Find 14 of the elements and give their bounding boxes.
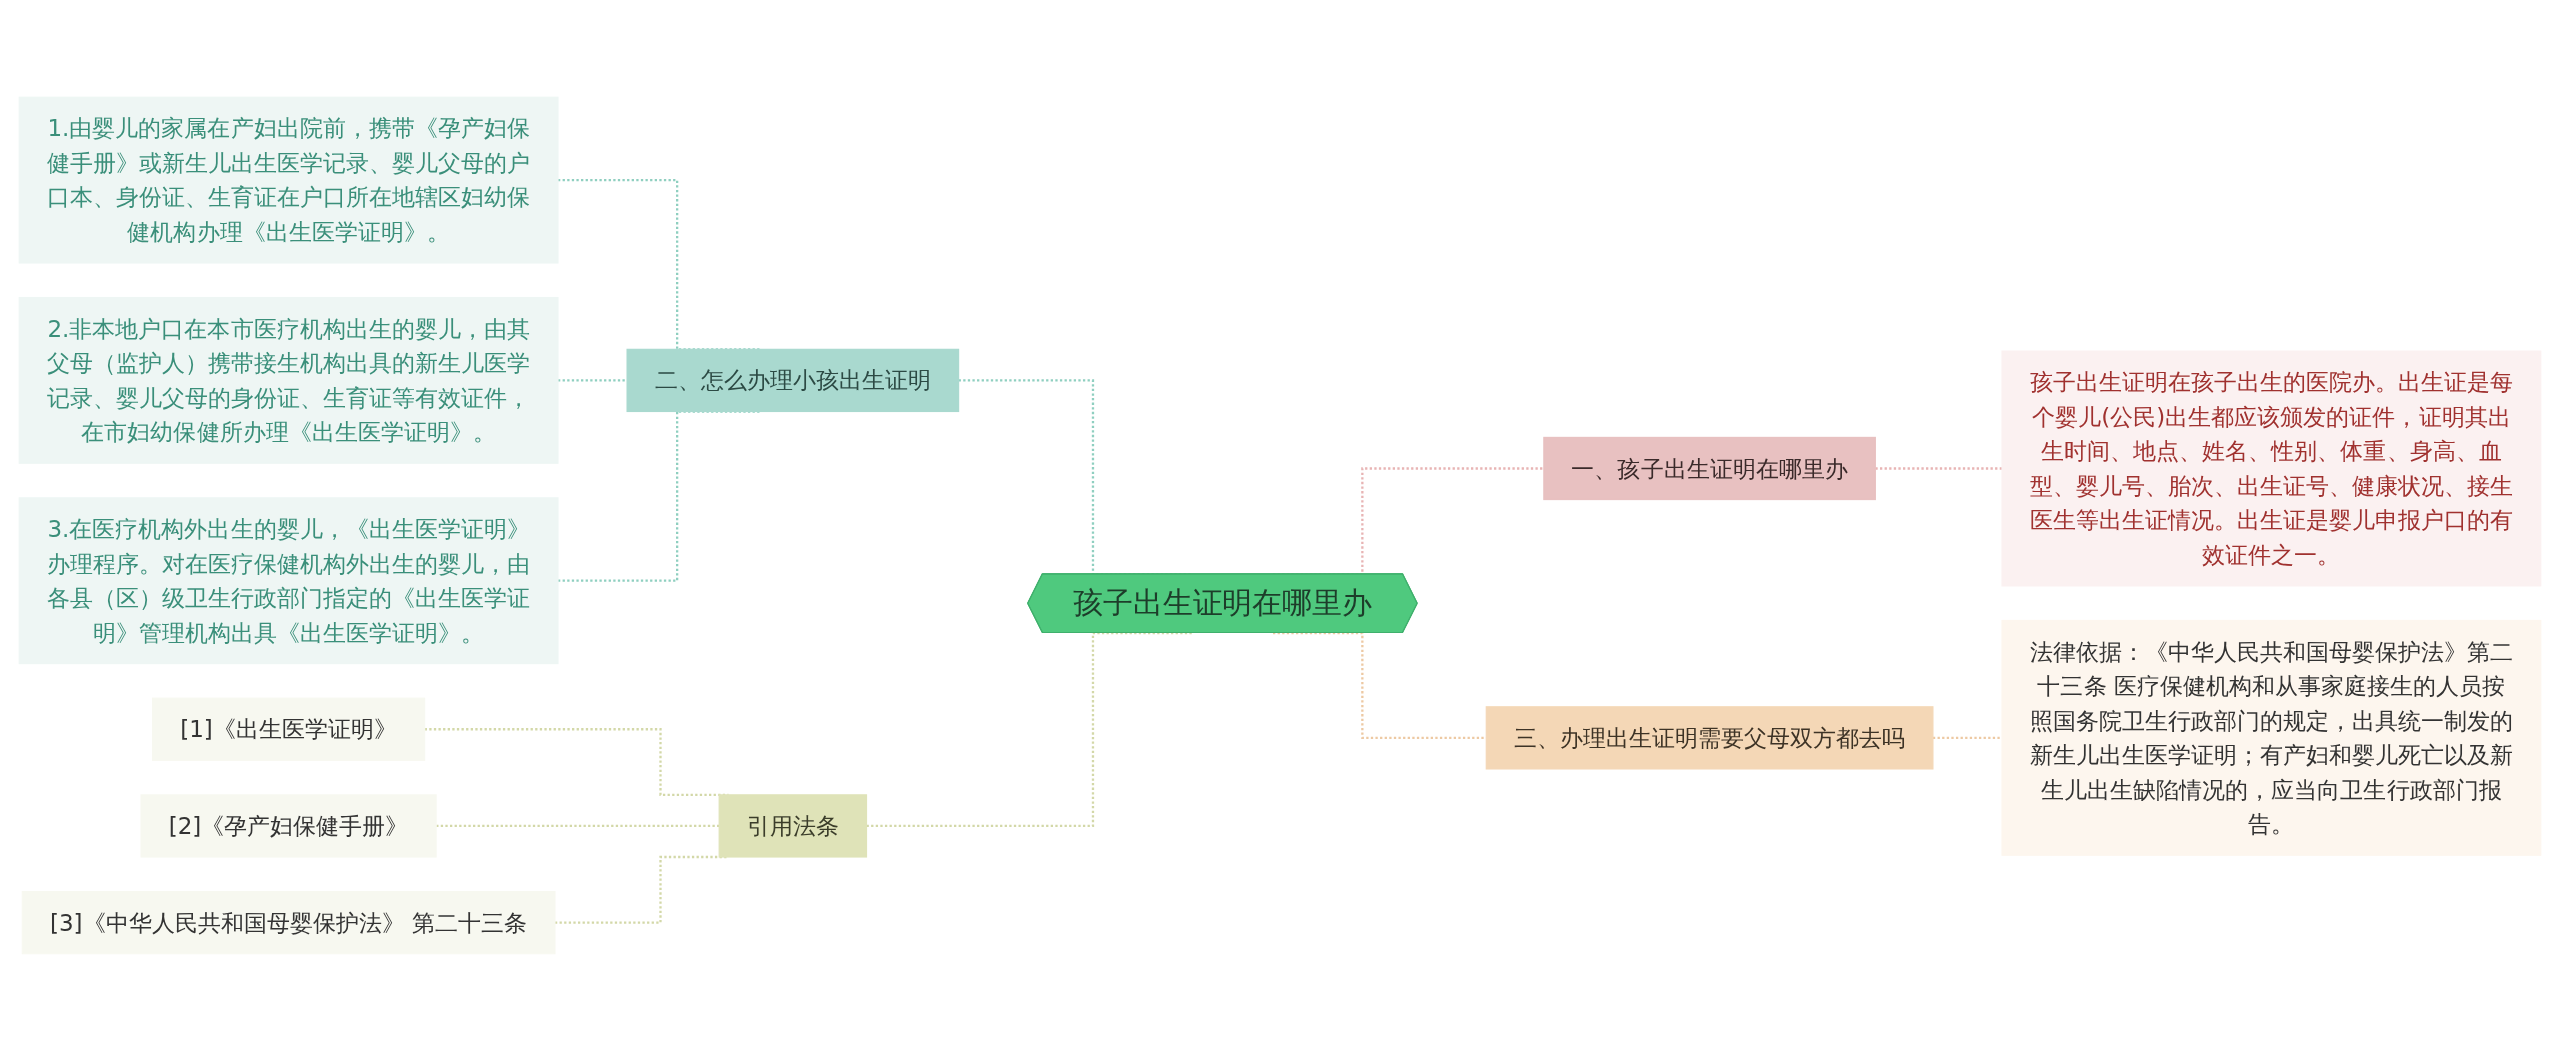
connector <box>1932 736 2002 740</box>
node-box: 2.非本地户口在本市医疗机构出生的婴儿，由其父母（监护人）携带接生机构出具的新生儿医学记录、婴儿父母的身份证、生育证等有效证件，在市妇幼保健所办理《出生医学证明》。 <box>18 296 559 464</box>
node-box: 引用法条 <box>718 794 868 858</box>
node-box: 1.由婴儿的家属在产妇出院前，携带《孕产妇保健手册》或新生儿出生医学记录、婴儿父母的户口本、身份证、生育证在户口所在地辖区妇幼保健机构办理《出生医学证明》。 <box>18 96 559 264</box>
connector <box>1273 632 1487 740</box>
node-box: [1]《出生医学证明》 <box>152 697 426 761</box>
node-box: 3.在医疗机构外出生的婴儿，《出生医学证明》办理程序。对在医疗保健机构外出生的婴儿，由各县（区）级卫生行政部门指定的《出生医学证明》管理机构出具《出生医学证明》。 <box>18 497 559 665</box>
node-box: 法律依据：《中华人民共和国母婴保护法》第二十三条 医疗保健机构和从事家庭接生的人员按照国务院卫生行政部门的规定，出具统一制发的新生儿出生医学证明；有产妇和婴儿死亡以及新生儿出生缺陷情况的，应当向卫生行政部门报告。 <box>2001 619 2542 856</box>
node-box: 二、怎么办理小孩出生证明 <box>626 348 960 413</box>
node-box: 一、孩子出生证明在哪里办 <box>1543 436 1876 501</box>
node-box: [2]《孕产妇保健手册》 <box>140 794 437 858</box>
node-box: 孩子出生证明在孩子出生的医院办。出生证是每个婴儿(公民)出生都应该颁发的证件，证明其出生时间、地点、姓名、性别、体重、身高、血型、婴儿号、胎次、出生证号、健康状况、接生医生等出生证情况。出生证是婴儿申报户口的有效证件之一。 <box>2001 350 2542 587</box>
node-box: 三、办理出生证明需要父母双方都去吗 <box>1485 706 1934 770</box>
node-box: [3]《中华人民共和国母婴保护法》 第二十三条 <box>21 891 556 955</box>
